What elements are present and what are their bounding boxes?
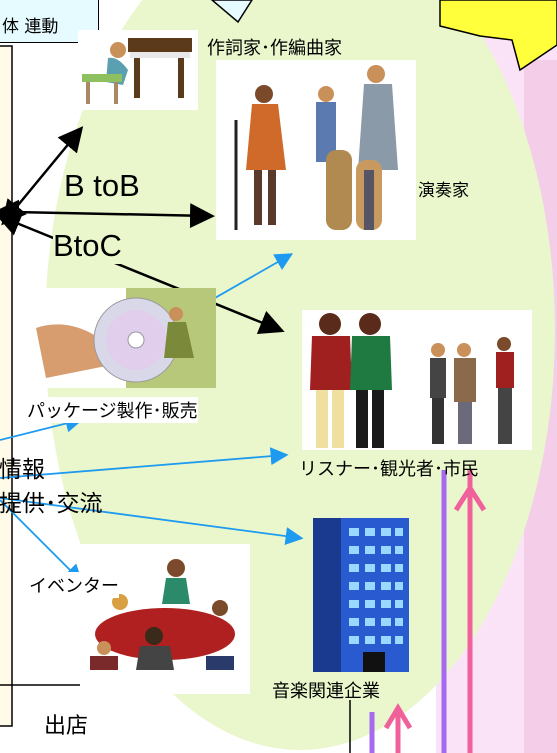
label-btob: B toB [64, 168, 140, 203]
label-btoc: BtoC [53, 228, 122, 264]
label-provide: 提供･交流 [0, 491, 103, 517]
pink-bottom-arrow-head [383, 703, 413, 730]
event-meeting-clipart [80, 544, 250, 694]
star-burst [439, 0, 557, 72]
header-text: 体 連動 [2, 17, 59, 37]
listeners-people-clipart [302, 310, 532, 450]
arrow-to-composer [1, 126, 84, 226]
blue-arrow-listener [0, 447, 289, 479]
blue-arrow-company [0, 497, 304, 546]
composer-at-piano-clipart [78, 30, 198, 110]
label-listener: リスナー･観光者･市民 [299, 459, 479, 480]
callout-shape [210, 0, 253, 24]
blue-arrow-package [0, 414, 84, 441]
label-eventer: イベンター [29, 572, 119, 598]
label-package: パッケージ製作･販売 [27, 397, 198, 423]
label-company: 音楽関連企業 [272, 681, 380, 702]
left-box [0, 45, 13, 727]
label-info: 情報 [0, 457, 45, 483]
blue-arrow-eventer [0, 499, 83, 583]
office-building-clipart [313, 518, 409, 672]
cd-in-hand-clipart [36, 288, 216, 388]
label-shop: 出店 [44, 714, 89, 739]
label-performer: 演奏家 [418, 181, 469, 201]
band-musicians-clipart [216, 60, 416, 240]
label-composer: 作詞家･作編曲家 [207, 38, 342, 59]
pink-up-arrow-head [453, 483, 487, 512]
